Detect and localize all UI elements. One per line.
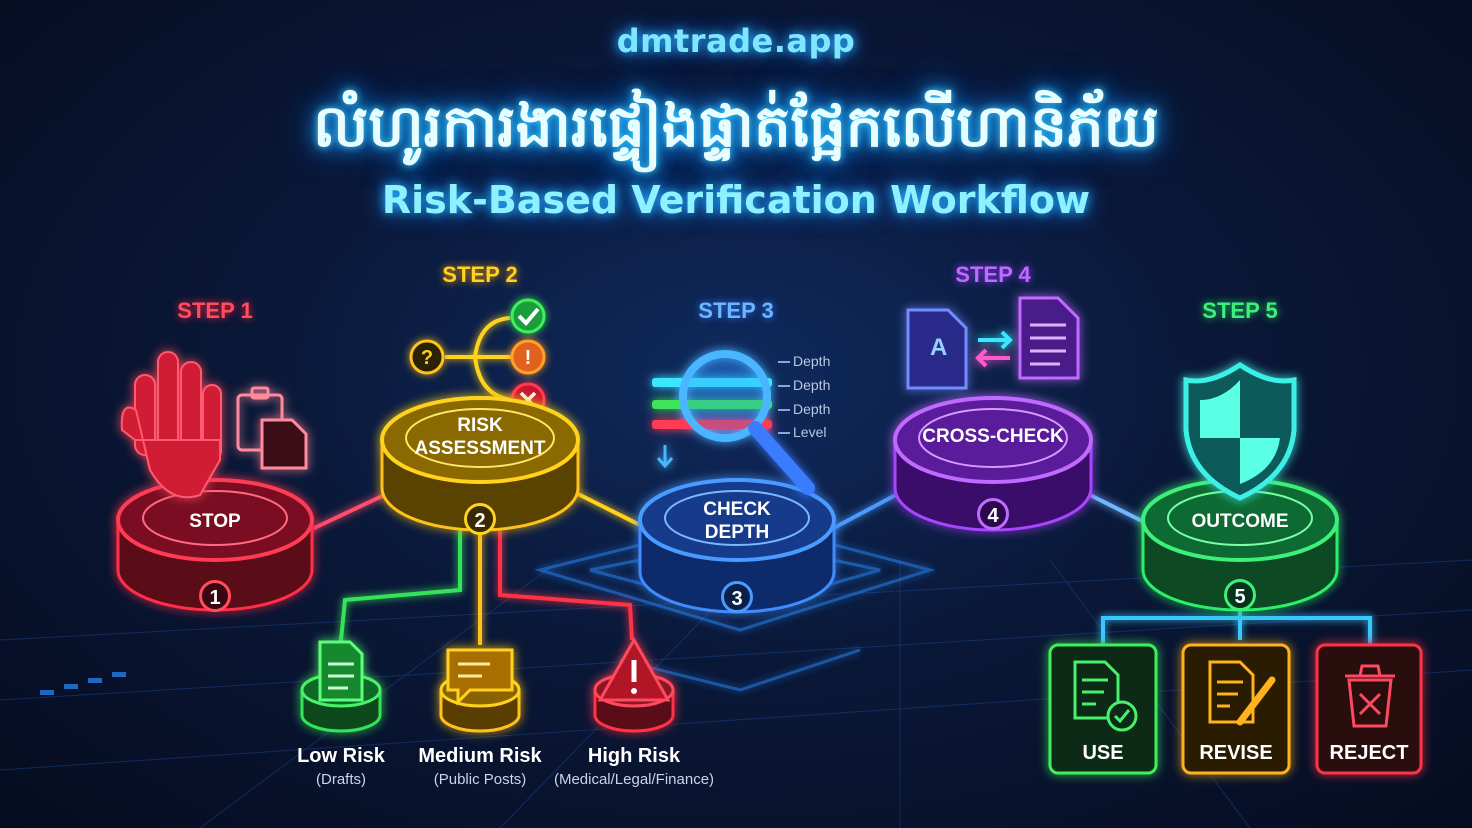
outcome-revise-label: REVISE xyxy=(1199,742,1273,764)
risk-label-line1: RISK xyxy=(457,415,503,436)
outcome-branches xyxy=(1101,610,1372,650)
step-1-number: 1 xyxy=(199,580,231,612)
title-khmer: លំហូរការងារផ្ទៀងផ្ទាត់ផ្អែកលើហានិភ័យ xyxy=(313,92,1159,160)
step-3-number: 3 xyxy=(721,581,753,613)
risk-label-line2: ASSESSMENT xyxy=(414,438,546,459)
depth-label-line1: CHECK xyxy=(703,499,771,520)
low-risk-sub: (Drafts) xyxy=(316,771,366,788)
step-5-number: 5 xyxy=(1224,579,1256,611)
step-1-label: STEP 1 xyxy=(177,298,253,323)
step-5-label: STEP 5 xyxy=(1202,298,1278,323)
step-2-number: 2 xyxy=(464,503,496,535)
medium-risk-sub: (Public Posts) xyxy=(433,771,527,788)
step-4-number: 4 xyxy=(977,498,1009,530)
depth-label-2: Depth xyxy=(793,377,831,393)
step-3-label: STEP 3 xyxy=(698,298,774,323)
stop-label: STOP xyxy=(189,511,241,532)
high-risk-name: High Risk xyxy=(587,745,681,767)
svg-text:?: ? xyxy=(421,347,433,369)
risk-branches xyxy=(338,520,634,651)
title-english: Risk-Based Verification Workflow xyxy=(381,178,1091,222)
high-risk-sub: (Medical/Legal/Finance) xyxy=(553,771,715,788)
dash-trail xyxy=(40,672,126,695)
site-name: dmtrade.app xyxy=(616,22,856,60)
crosscheck-label: CROSS-CHECK xyxy=(922,426,1064,447)
svg-text:!: ! xyxy=(525,347,532,369)
depth-label-4: Level xyxy=(793,424,827,440)
depth-label-1: Depth xyxy=(793,353,831,369)
step-2-label: STEP 2 xyxy=(442,262,518,287)
step-4-label: STEP 4 xyxy=(955,262,1031,287)
outcome-reject-label: REJECT xyxy=(1329,742,1409,764)
medium-risk-name: Medium Risk xyxy=(418,745,542,767)
decision-tree xyxy=(445,316,516,402)
low-risk-name: Low Risk xyxy=(297,745,385,767)
depth-label-3: Depth xyxy=(793,401,831,417)
depth-label-line2: DEPTH xyxy=(704,522,770,543)
outcome-use-label: USE xyxy=(1082,742,1124,764)
outcome-label: OUTCOME xyxy=(1191,511,1289,532)
